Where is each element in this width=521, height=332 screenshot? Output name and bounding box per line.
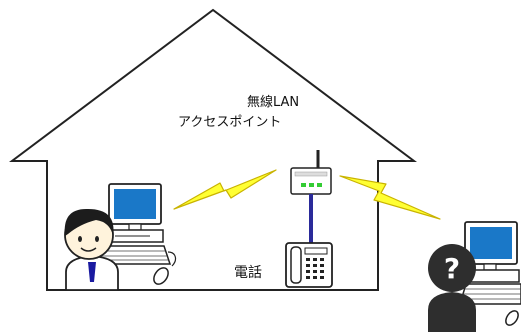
user-avatar-icon [64,208,119,291]
telephone-icon [285,242,333,288]
desktop-computer-icon [106,183,164,243]
wireless-signal-left-icon [173,169,277,210]
access-point-label-line1: 無線LAN [247,95,300,110]
wireless-access-point-icon [290,150,332,195]
house-outline-icon [9,8,417,291]
unknown-computer-icon [458,221,521,326]
mouse-icon [153,251,177,285]
unknown-user-icon: ? [428,244,476,332]
unknown-user-symbol: ? [444,252,460,285]
access-point-label-line2: アクセスポイント [178,115,282,130]
keyboard-icon [96,245,172,265]
wireless-signal-right-icon [339,175,441,220]
telephone-label: 電話 [234,265,262,281]
